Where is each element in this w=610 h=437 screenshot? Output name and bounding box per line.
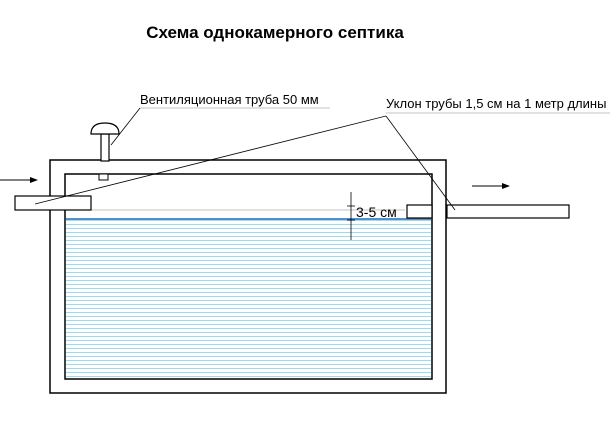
inlet-arrowhead [30, 177, 38, 183]
tank-inner-wall [64, 173, 433, 380]
gap-dimension-label: 3-5 см [356, 204, 397, 220]
outlet-pipe-inner [406, 204, 433, 219]
diagram-title: Схема однокамерного септика [146, 23, 404, 42]
vent-opening [98, 173, 109, 181]
slope-leader-outlet [385, 115, 456, 211]
inlet-pipe [14, 195, 92, 211]
vent-cap [90, 122, 120, 135]
tank-outer-wall [49, 159, 447, 394]
slope-leader-inlet [34, 115, 387, 205]
outlet-pipe [446, 204, 570, 219]
vent-leader-line [110, 107, 141, 146]
vent-pipe-label: Вентиляционная труба 50 мм [140, 92, 319, 107]
pipe-slope-label: Уклон трубы 1,5 см на 1 метр длины [386, 96, 606, 111]
outlet-arrowhead [502, 183, 510, 189]
vent-pipe [100, 133, 110, 162]
water-volume [66, 219, 431, 378]
